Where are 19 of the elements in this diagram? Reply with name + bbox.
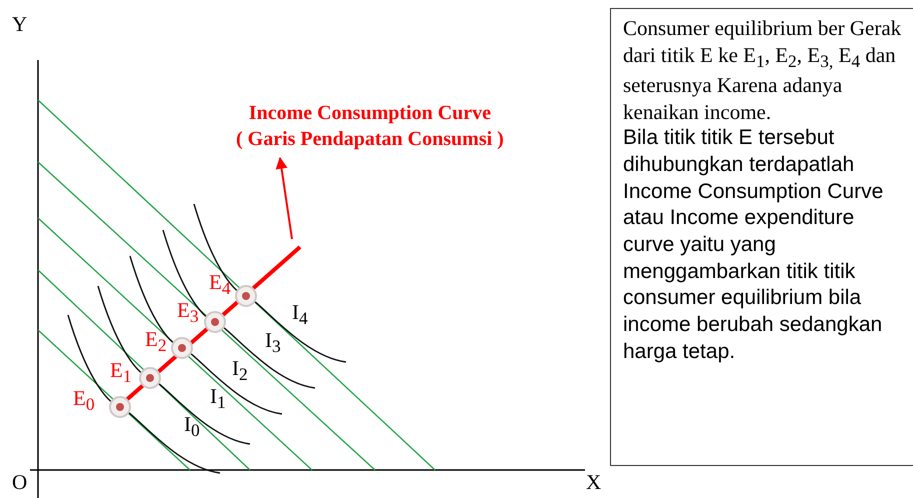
point-label: E$_{0}$ xyxy=(73,388,95,414)
point-label: E$_{3}$ xyxy=(177,300,199,326)
curve-label: I$_{4}$ xyxy=(292,302,308,328)
point-label: E$_{1}$ xyxy=(110,360,132,386)
curve-label: I$_{2}$ xyxy=(232,358,248,384)
paragraph: Bila titik titik E tersebut dihubungkan terdapatlah Income Consumption Curve atau Income expenditure curve yaitu yang menggambarkan titik titik consumer equilibrium bila income berubah sedangkan harga tetap. xyxy=(623,125,884,365)
point-label: E$_{4}$ xyxy=(209,272,231,298)
axis-label: Y xyxy=(12,14,28,35)
curve-label: ( Garis Pendapatan Consumsi ) xyxy=(236,127,504,152)
text-panel xyxy=(610,8,913,466)
curve-label: I$_{1}$ xyxy=(210,386,226,412)
curve-label: I$_{0}$ xyxy=(184,414,200,440)
axis-label: O xyxy=(12,472,28,493)
point-label: E$_{2}$ xyxy=(145,329,167,355)
arrow xyxy=(276,156,293,240)
curve-label: Income Consumption Curve xyxy=(248,101,492,126)
paragraph: Consumer equilibrium ber Gerak dari titik E ke E$_{1}$, E$_{2}$, E$_{3,}$ E$_{4}$ dan seterusnya Karena adanya kenaikan income. xyxy=(623,15,902,126)
axis-label: X xyxy=(586,472,602,493)
curve-label: I$_{3}$ xyxy=(265,330,281,356)
